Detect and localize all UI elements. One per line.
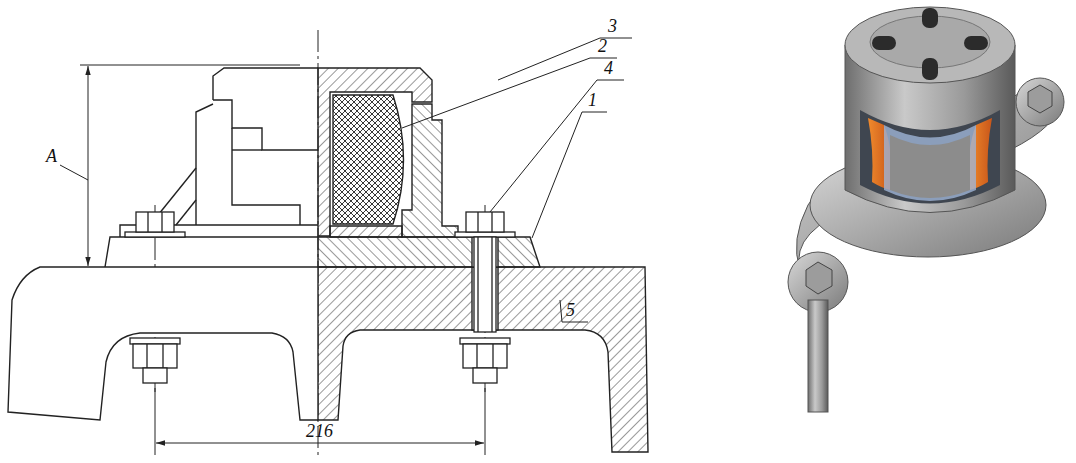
mount-3d-view: [845, 7, 1015, 83]
housing: [150, 68, 458, 237]
leader-lines: [532, 112, 607, 238]
bolt: [125, 212, 515, 383]
housing: [176, 200, 196, 225]
housing: [196, 104, 213, 225]
bolt: [460, 338, 510, 344]
bolt: [130, 338, 180, 344]
bolt: [147, 212, 148, 232]
callout-number: 4: [604, 58, 613, 78]
mount-3d-view: [1016, 78, 1064, 126]
leader-lines: [402, 58, 617, 128]
mount-3d-view: [922, 8, 938, 28]
housing: [213, 100, 318, 150]
bolt: [473, 368, 497, 383]
housing: [402, 104, 458, 237]
mount-3d-view: [806, 262, 832, 294]
bolt: [162, 344, 163, 368]
callout-number: 3: [608, 16, 617, 36]
leader-lines: [490, 80, 624, 212]
bolt: [474, 237, 496, 332]
bolt: [125, 232, 185, 237]
housing: [232, 128, 300, 225]
bolt: [455, 232, 515, 237]
bolt: [491, 212, 492, 232]
bolt: [476, 344, 477, 368]
mount-3d-view: [964, 36, 988, 50]
bolt: [491, 237, 492, 332]
base-plate: [8, 267, 318, 420]
dimension-lines: [485, 388, 486, 455]
mount-3d-view: [922, 58, 938, 80]
dimension-lines: [80, 65, 300, 66]
housing: [213, 68, 318, 100]
bolt: [463, 344, 507, 368]
bolt: [466, 212, 504, 232]
flange: [318, 237, 540, 267]
mount-3d-view: [1028, 85, 1052, 113]
mount-3d-view: [884, 125, 976, 201]
dimension-label: A: [46, 146, 57, 166]
rubber-element: [333, 95, 404, 224]
bolt: [161, 212, 162, 232]
leader-lines: [402, 38, 632, 322]
mount-3d-view: [788, 7, 1064, 412]
dimension-lines: [155, 388, 156, 455]
bolt: [143, 368, 167, 383]
bolt: [136, 212, 174, 232]
dimension-lines: [156, 443, 484, 444]
mount-3d-view: [860, 110, 1000, 204]
leader-lines: [560, 300, 588, 322]
callout-number: 5: [566, 300, 575, 320]
housing: [330, 226, 402, 237]
bolt: [477, 212, 478, 232]
bolt: [146, 344, 147, 368]
housing: [232, 149, 262, 150]
flange: [105, 237, 318, 267]
callout-number: 2: [598, 36, 607, 56]
mount-3d-view: [872, 36, 896, 50]
dimension-lines: [60, 165, 88, 180]
mount-3d-view: [890, 135, 970, 198]
mount-3d-view: [808, 300, 828, 412]
bolt: [133, 344, 177, 368]
leader-lines: [498, 38, 632, 80]
dimension-label: 216: [306, 421, 333, 441]
bolt: [477, 237, 478, 332]
dimension-lines: [60, 65, 485, 455]
base-plate: [8, 267, 648, 452]
callout-number: 1: [588, 90, 597, 110]
rubber-element: [333, 95, 404, 224]
dimension-lines: [88, 66, 89, 266]
bolt: [492, 344, 493, 368]
